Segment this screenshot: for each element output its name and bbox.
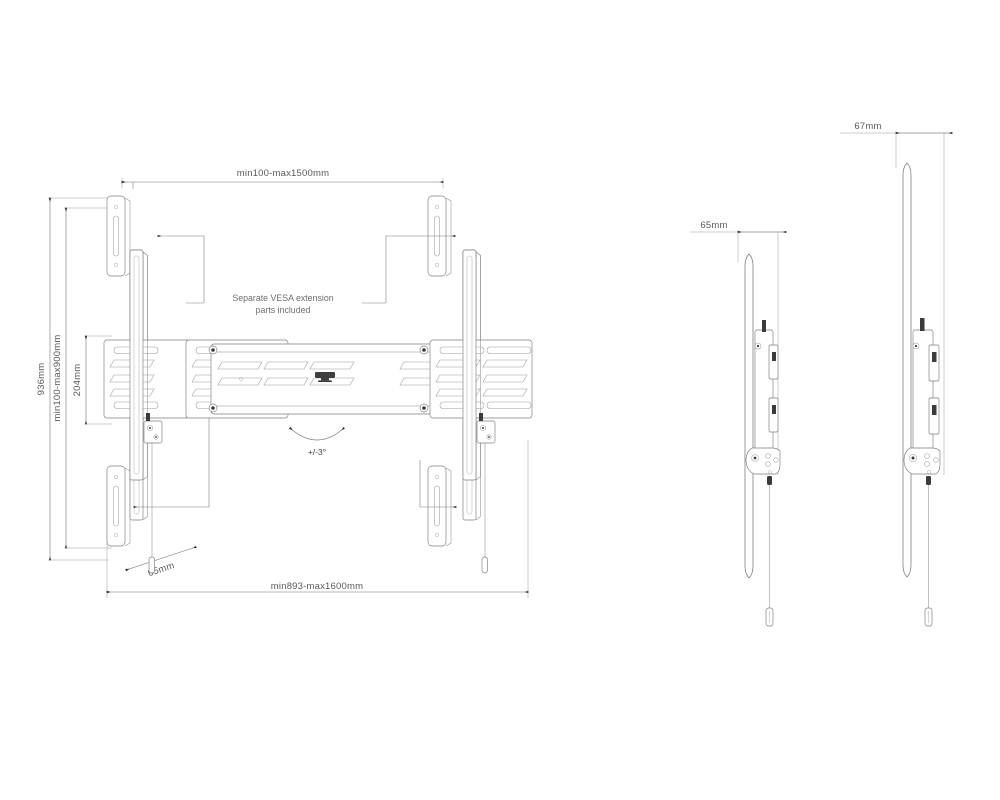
tilt-lock-right (476, 413, 496, 444)
mount-body-extended (912, 318, 940, 461)
dimension-label-top-width: min100-max1500mm (237, 168, 329, 179)
dimension-label-side-depth-65: 65mm (700, 220, 727, 231)
pull-cord-retracted (765, 476, 774, 627)
main-bracket-assembly (103, 249, 533, 574)
dimension-front-depth: 65mm (125, 545, 197, 579)
tilt-angle-label: +/-3° (308, 447, 326, 457)
dimension-label-bracket-height: 204mm (72, 364, 83, 397)
pivot-bolt-right-top (419, 345, 429, 355)
dimension-left-stack: 936mm min100-max900mm 204mm (36, 197, 112, 561)
tv-panel-profile-retracted (744, 253, 754, 579)
side-view-extended: 67mm (840, 121, 953, 627)
pull-cord-left (148, 443, 155, 574)
hama-logo-badge (315, 372, 335, 382)
vesa-note-line2: parts included (256, 305, 311, 315)
tilt-hinge-retracted (745, 447, 781, 475)
front-view: min100-max1500mm 936mm min100-max900mm 2… (36, 168, 533, 598)
pull-cord-right (481, 443, 488, 574)
wall-plate-top-left (106, 195, 131, 277)
dimension-side-depth-67: 67mm (840, 121, 953, 475)
mount-body-retracted (754, 320, 779, 461)
vesa-note-line1: Separate VESA extension (232, 293, 333, 303)
dimension-label-bottom-width: min893-max1600mm (271, 581, 363, 592)
plate-leader-bottom-left (133, 390, 210, 509)
pivot-bolt-right-bottom (419, 403, 429, 413)
note-leader-left (157, 234, 205, 303)
dimension-label-total-height: 936mm (36, 363, 47, 396)
tilt-lock-left (143, 413, 163, 444)
dimension-top-width: min100-max1500mm (121, 168, 444, 188)
bracket-segment-outer-left (103, 339, 191, 419)
pivot-bolt-left-top (208, 345, 218, 355)
vesa-note: Separate VESA extension parts included (232, 293, 333, 315)
dimension-label-side-depth-67: 67mm (854, 121, 881, 132)
tilt-indicator: +/-3° (288, 426, 346, 457)
bracket-segment-right (429, 339, 533, 419)
rail-overlay-left (129, 249, 148, 481)
pull-cord-extended (924, 476, 933, 627)
rail-overlay-right (462, 249, 481, 481)
pivot-bolt-left-bottom (208, 403, 218, 413)
tv-panel-profile-extended (902, 162, 912, 578)
tilt-hinge-extended (903, 447, 941, 475)
wall-plate-bottom-right (427, 465, 452, 547)
note-leader-right (362, 234, 456, 304)
side-view-retracted: 65mm (690, 220, 787, 627)
dimension-label-vesa-height: min100-max900mm (52, 335, 63, 422)
plate-leader-bottom-right (419, 460, 457, 509)
wall-plate-bottom-left (106, 465, 131, 547)
